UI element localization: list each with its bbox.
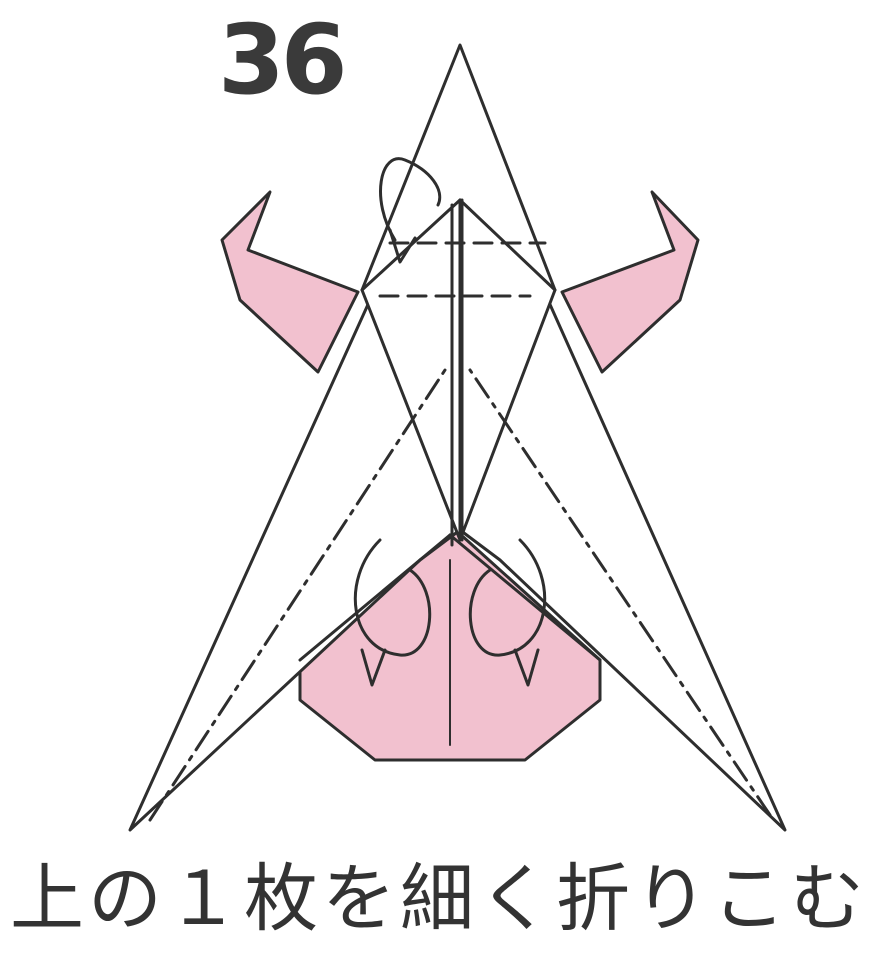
left-horn	[220, 190, 360, 374]
snout-edge-left	[298, 533, 452, 662]
top-arrow	[379, 157, 442, 242]
right-arrow-head	[513, 648, 540, 687]
right-arrow	[468, 538, 547, 657]
right-horn	[560, 190, 700, 374]
instruction-text: 上の１枚を細く折りこむ	[10, 856, 868, 942]
inner-right-edge	[458, 198, 557, 292]
right-mountain-fold	[468, 368, 772, 817]
left-arrow-head	[360, 648, 387, 687]
step-number: 36	[218, 4, 348, 116]
left-arrow	[353, 538, 432, 657]
origami-diagram	[128, 43, 787, 832]
left-mountain-fold	[148, 368, 447, 822]
top-arrow-head	[388, 228, 417, 264]
snout-edge-right	[448, 533, 602, 662]
